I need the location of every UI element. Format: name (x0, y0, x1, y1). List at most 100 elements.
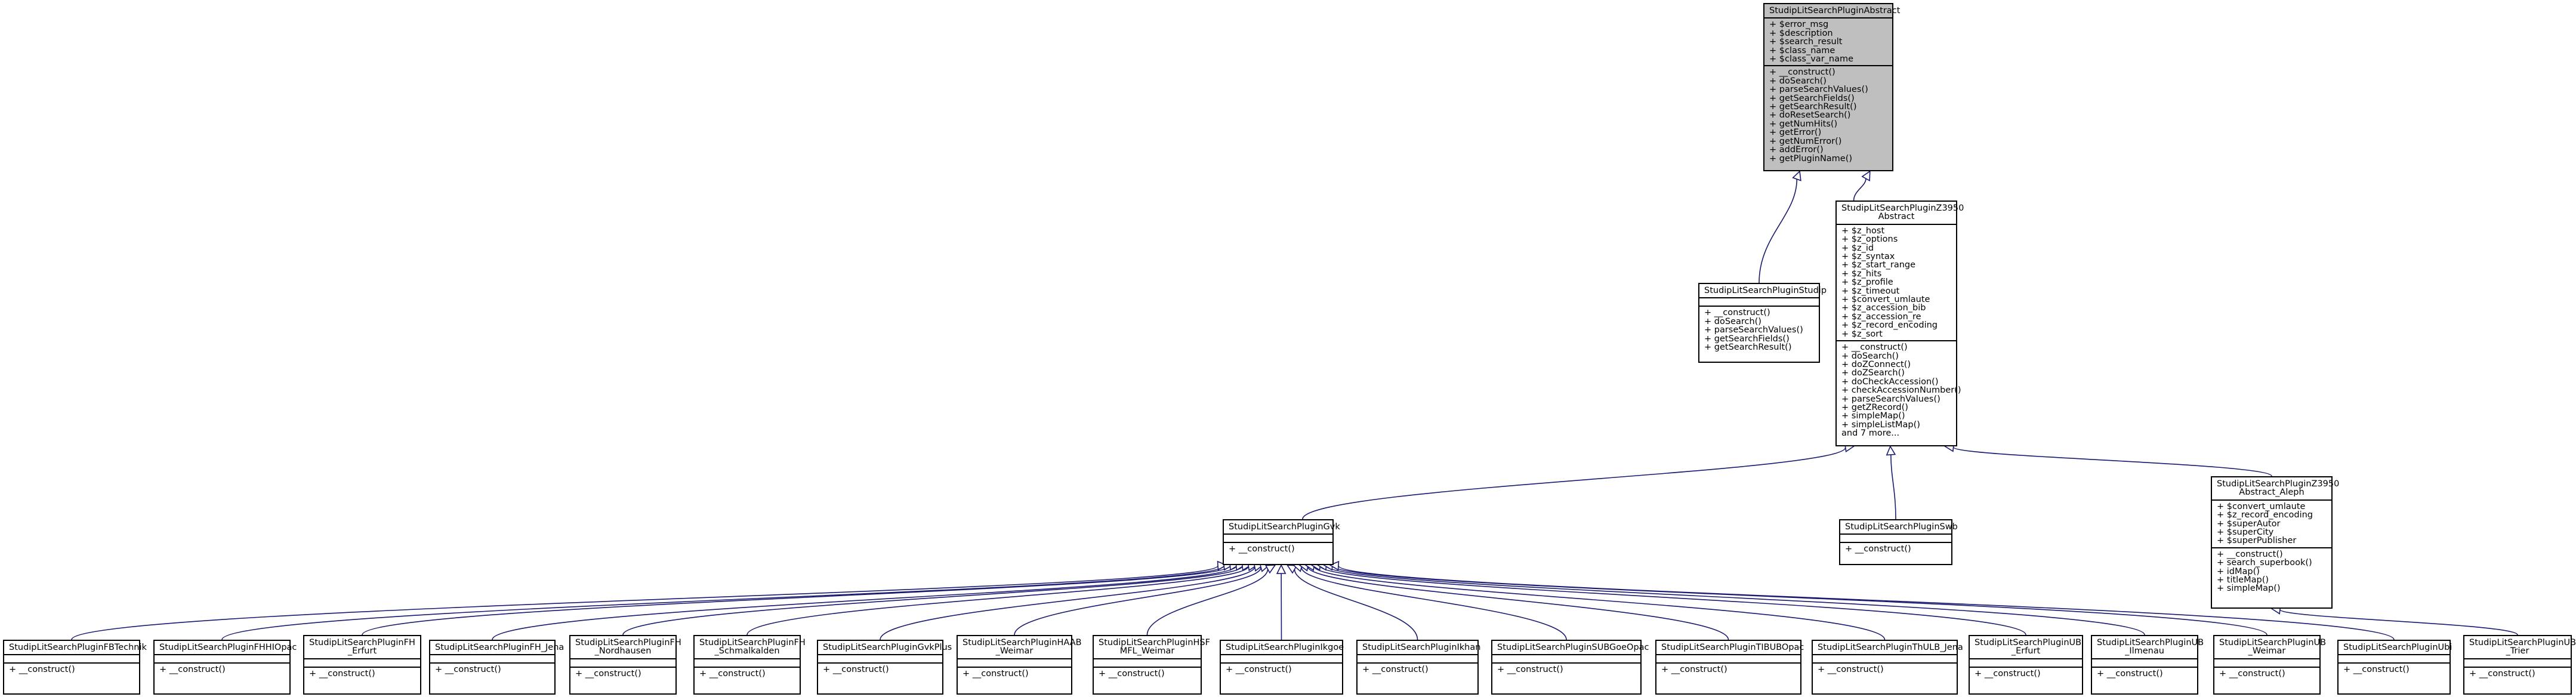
class-name: StudipLitSearchPluginUbi (2339, 641, 2452, 654)
edge-fbtechnik-to-gvk (71, 565, 1218, 640)
class-attributes-line: + $z_host (1841, 226, 1885, 236)
class-attributes-line: + $z_id (1841, 243, 1874, 253)
class-name: StudipLitSearchPluginFBTechnik (4, 641, 147, 654)
class-name: StudipLitSearchPluginTIBUBOpac (1656, 641, 1804, 654)
edge-thulb-to-gvk (1313, 566, 1886, 640)
class-methods-line: + doZSearch() (1841, 368, 1905, 378)
class-name: StudipLitSearchPluginUB_Trier (2464, 636, 2576, 658)
class-name: StudipLitSearchPluginIkhan (1358, 641, 1481, 654)
class-attributes-line: + $z_sort (1841, 329, 1883, 339)
arrowhead-studip-to-abstract (1792, 170, 1801, 181)
arrowhead-z3950-to-abstract (1861, 170, 1871, 181)
class-attributes-line: + $superAutor (2217, 519, 2281, 529)
class-node-abstract[interactable]: StudipLitSearchPluginAbstract+ $error_ms… (1763, 3, 1900, 171)
class-node-subgoe[interactable]: StudipLitSearchPluginSUBGoeOpac+ __const… (1491, 640, 1649, 695)
arrowhead-hsf-to-gvk (1264, 565, 1276, 574)
class-name-line: StudipLitSearchPluginUB (2469, 638, 2576, 647)
edge-gvkplus-to-gvk (880, 566, 1255, 640)
class-methods-line: + __construct() (1975, 668, 2041, 679)
arrowhead-ikhan-to-gvk (1286, 565, 1298, 574)
class-node-fhschmalkalden[interactable]: StudipLitSearchPluginFH_Schmalkalden+ __… (693, 635, 806, 695)
class-methods-line: and 7 more... (1841, 428, 1900, 439)
class-node-tibub[interactable]: StudipLitSearchPluginTIBUBOpac + __constr… (1655, 640, 1804, 695)
class-methods: + __construct() (4, 662, 139, 676)
edge-fhhiopac-to-gvk (221, 565, 1225, 640)
class-node-ikhan[interactable]: StudipLitSearchPluginIkhan + __construct(… (1356, 640, 1481, 695)
class-name-line: StudipLitSearchPluginSUBGoeOpac (1497, 643, 1649, 652)
class-methods: + __construct() (1358, 662, 1477, 676)
class-name-line: StudipLitSearchPluginGvk (1229, 522, 1340, 532)
class-methods-line: + __construct() (1769, 67, 1835, 78)
class-name: StudipLitSearchPluginIkgoe (1221, 641, 1344, 654)
edge-fhjena-to-gvk (492, 565, 1237, 640)
class-name-line: StudipLitSearchPluginUbi (2343, 643, 2452, 652)
edge-studip-to-abstract (1759, 179, 1798, 283)
class-node-ubilmenau[interactable]: StudipLitSearchPluginUB_Ilmenau+ __const… (2091, 635, 2204, 695)
class-node-ubtrier[interactable]: StudipLitSearchPluginUB_Trier + __constru… (2463, 635, 2576, 695)
class-node-fhhiopac[interactable]: StudipLitSearchPluginFHHIOpac+ __constru… (153, 640, 297, 695)
class-methods-line: + getNumError() (1769, 136, 1842, 146)
class-name: StudipLitSearchPluginUB_Ilmenau (2092, 636, 2204, 658)
class-node-ikgoe[interactable]: StudipLitSearchPluginIkgoe+ __construct(… (1220, 640, 1344, 695)
class-node-swb[interactable]: StudipLitSearchPluginSwb+ __construct() (1839, 519, 1958, 565)
class-name-line: StudipLitSearchPluginIkhan (1362, 643, 1481, 652)
class-node-gvkplus[interactable]: StudipLitSearchPluginGvkPlus+ __construc… (817, 640, 952, 695)
class-node-ubi[interactable]: StudipLitSearchPluginUbi+ __construct() (2337, 640, 2452, 695)
class-methods-line: + __construct() (2469, 668, 2535, 679)
class-name-line: _Trier (2506, 646, 2529, 656)
class-node-uberfurt[interactable]: StudipLitSearchPluginUB_Erfurt + __constr… (1969, 635, 2083, 695)
class-attributes (1970, 658, 2082, 667)
class-node-studip[interactable]: StudipLitSearchPluginStudip+ __construct… (1698, 283, 1827, 363)
class-attributes (155, 654, 289, 662)
class-name-line: _Schmalkalden (714, 646, 780, 656)
class-methods-line: + doResetSearch() (1769, 110, 1851, 121)
class-attributes-line: + $description (1769, 28, 1833, 38)
class-methods-line: + doCheckAccession() (1841, 377, 1939, 387)
class-methods-line: + checkAccessionNumber() (1841, 385, 1961, 396)
class-node-fhnordhausen[interactable]: StudipLitSearchPluginFH_Nordhausen+ __co… (569, 635, 681, 695)
class-name-line: StudipLitSearchPluginGvkPlus (823, 643, 952, 652)
class-name: StudipLitSearchPluginFH_Jena (430, 641, 564, 654)
class-methods-line: + __construct() (1661, 665, 1727, 675)
class-name-line: _Ilmenau (2125, 646, 2164, 656)
class-methods-line: + __construct() (435, 665, 501, 675)
class-node-fhjena[interactable]: StudipLitSearchPluginFH_Jena + __construc… (429, 640, 564, 695)
class-name-line: StudipLitSearchPluginFH (575, 638, 681, 647)
class-name-line: StudipLitSearchPluginFBTechnik (9, 643, 147, 652)
class-attributes-line: + $z_hits (1841, 269, 1882, 279)
class-node-haab[interactable]: StudipLitSearchPluginHAAB_Weimar+ __cons… (957, 635, 1082, 695)
class-methods: + __construct() (1970, 666, 2082, 680)
class-attributes-line: + $search_result (1769, 37, 1843, 47)
class-name-line: StudipLitSearchPluginFH (309, 638, 415, 647)
class-name-line: _Nordhausen (594, 646, 652, 656)
class-attributes-line: + $superPublisher (2217, 536, 2297, 546)
class-name: StudipLitSearchPluginSwb (1840, 520, 1958, 533)
class-node-gvk[interactable]: StudipLitSearchPluginGvk+ __construct() (1223, 519, 1340, 565)
class-methods-line: + __construct() (2217, 549, 2283, 559)
class-name-line: _Weimar (995, 646, 1034, 656)
class-methods: + __construct() (430, 662, 554, 676)
class-name: StudipLitSearchPluginUB_Erfurt (1970, 636, 2082, 658)
class-name: StudipLitSearchPluginUB_Weimar (2214, 636, 2326, 658)
class-methods-line: + __construct() (2219, 668, 2285, 679)
class-name-line: StudipLitSearchPluginSwb (1845, 522, 1958, 532)
class-node-fbtechnik[interactable]: StudipLitSearchPluginFBTechnik + __constr… (3, 640, 147, 695)
class-name: StudipLitSearchPluginThULB_Jena (1813, 641, 1963, 654)
class-attributes-line: + $z_record_encoding (2217, 510, 2313, 520)
class-name-line: Abstract_Aleph (2239, 488, 2304, 498)
arrowhead-swb-to-z3950 (1886, 445, 1896, 456)
class-node-thulb[interactable]: StudipLitSearchPluginThULB_Jena+ __const… (1812, 640, 1963, 695)
class-attributes (4, 654, 139, 662)
class-methods-line: + doSearch() (1841, 351, 1899, 361)
class-node-ubweimar[interactable]: StudipLitSearchPluginUB_Weimar + __constr… (2213, 635, 2326, 695)
class-node-fherfurt[interactable]: StudipLitSearchPluginFH_Erfurt+ __constr… (303, 635, 421, 695)
class-methods: + __construct() (1094, 666, 1201, 680)
class-methods: + __construct() (155, 662, 289, 676)
edge-z3950-to-abstract (1853, 178, 1867, 201)
